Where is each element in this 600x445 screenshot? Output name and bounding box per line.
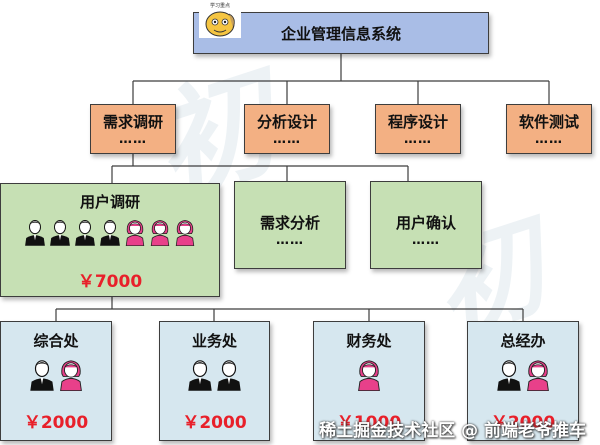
node-ellipsis: …… (412, 233, 440, 248)
node-requirements-analysis: 需求分析 …… (234, 181, 346, 269)
node-requirements-research: 需求调研 …… (90, 104, 176, 154)
male-person-icon (25, 219, 45, 246)
budget-amount: ￥2000 (23, 413, 89, 433)
root-title: 企业管理信息系统 (280, 25, 401, 43)
node-label: 需求调研 (102, 113, 163, 131)
node-ellipsis: …… (535, 132, 563, 147)
male-person-icon (75, 219, 95, 246)
node-general-office: 综合处 ￥2000 (0, 321, 112, 441)
node-software-testing: 软件测试 …… (506, 104, 592, 154)
node-label: 业务处 (191, 332, 237, 350)
node-label: 总经办 (500, 332, 546, 350)
male-person-icon (29, 360, 54, 391)
budget-amount: ￥2000 (490, 413, 556, 433)
node-label: 用户确认 (395, 214, 456, 232)
people-row (1, 218, 219, 246)
budget-amount: ￥2000 (182, 413, 247, 433)
node-label: 综合处 (33, 332, 79, 350)
node-general-manager-office: 总经办 ￥2000 (467, 321, 579, 441)
budget-amount: ￥7000 (77, 272, 143, 292)
footer-watermark: 稀土掘金技术社区 @ 前端老爷推车 (319, 421, 586, 441)
female-person-icon (358, 360, 380, 391)
female-person-icon (526, 360, 549, 391)
people-row (160, 358, 269, 391)
node-label: 软件测试 (518, 113, 579, 131)
node-user-research: 用户调研 ￥7000 (0, 183, 220, 297)
female-person-icon (175, 220, 195, 246)
male-person-icon (496, 360, 521, 391)
node-programming: 程序设计 …… (375, 104, 461, 154)
female-person-icon (125, 220, 145, 246)
male-person-icon (188, 360, 212, 391)
node-label: 程序设计 (387, 113, 448, 131)
female-person-icon (59, 360, 82, 391)
logo-text: 学习重点 (210, 2, 230, 9)
male-person-icon (217, 360, 241, 391)
male-person-icon (50, 219, 70, 246)
node-business-office: 业务处 ￥2000 (159, 321, 270, 441)
node-label: 财务处 (346, 332, 392, 350)
node-label: 需求分析 (259, 214, 320, 232)
node-finance-office: 财务处 ￥1000 (313, 321, 425, 441)
male-person-icon (100, 219, 120, 246)
node-ellipsis: …… (404, 132, 432, 147)
female-person-icon (150, 220, 170, 246)
cartoon-avatar-logo: 学习重点 (199, 0, 241, 38)
budget-amount: ￥1000 (336, 413, 402, 433)
node-user-confirmation: 用户确认 …… (370, 181, 482, 269)
node-label: 用户调研 (79, 193, 140, 211)
people-row (314, 358, 424, 391)
node-label: 分析设计 (256, 113, 317, 131)
node-ellipsis: …… (276, 233, 304, 248)
node-ellipsis: …… (119, 132, 147, 147)
node-ellipsis: …… (273, 132, 301, 147)
node-analysis-design: 分析设计 …… (244, 104, 330, 154)
people-row (1, 358, 111, 391)
root-node: 企业管理信息系统 (193, 12, 489, 54)
people-row (468, 358, 578, 391)
